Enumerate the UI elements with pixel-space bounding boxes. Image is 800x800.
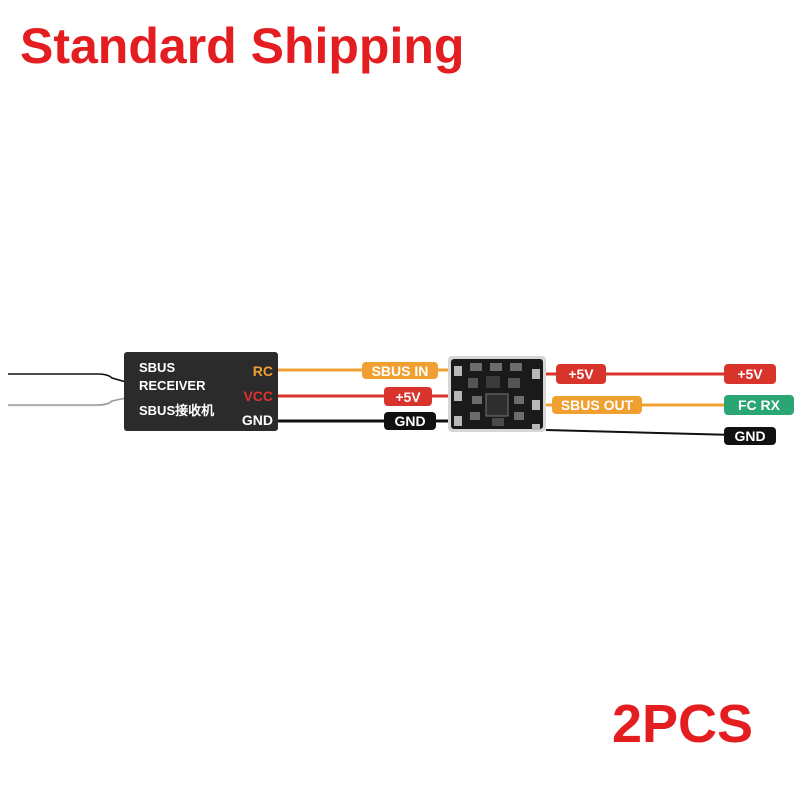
page-title: Standard Shipping xyxy=(20,18,465,74)
tag-plus5v-fc-bg xyxy=(724,364,776,384)
antenna-wires xyxy=(8,373,127,407)
quantity-label: 2PCS xyxy=(612,694,754,754)
receiver-label-line2: RECEIVER xyxy=(139,378,206,393)
tag-plus5v-in: +5V xyxy=(395,389,421,405)
tag-sbus-out: SBUS OUT xyxy=(561,397,634,413)
tag-sbus-in: SBUS IN xyxy=(372,363,429,379)
pin-label-gnd: GND xyxy=(242,412,273,428)
inverter-module xyxy=(448,356,546,432)
tag-fc-rx-bg xyxy=(724,395,794,415)
tag-plus5v-fc: +5V xyxy=(737,366,763,382)
receiver-label-line3: SBUS接收机 xyxy=(139,403,214,418)
pin-label-rc: RC xyxy=(253,363,273,379)
pin-label-vcc: VCC xyxy=(243,388,273,404)
tag-gnd-in-bg xyxy=(384,412,436,430)
tag-plus5v-in-bg xyxy=(384,387,432,406)
tag-gnd-in: GND xyxy=(394,413,425,429)
receiver-label-line1: SBUS xyxy=(139,360,175,375)
output-tags: +5V SBUS OUT xyxy=(552,364,642,414)
tag-sbus-out-bg xyxy=(552,396,642,414)
tag-plus5v-out-bg xyxy=(556,364,606,384)
tag-gnd-fc-bg xyxy=(724,427,776,445)
tag-sbus-in-bg xyxy=(362,362,438,379)
sbus-receiver: SBUS RECEIVER SBUS接收机 RC VCC GND xyxy=(124,352,278,431)
tag-fc-rx: FC RX xyxy=(738,397,781,413)
input-tags: SBUS IN +5V GND xyxy=(362,362,438,430)
tag-plus5v-out: +5V xyxy=(568,366,594,382)
fc-tags: +5V FC RX GND xyxy=(724,364,794,445)
tag-gnd-fc: GND xyxy=(734,428,765,444)
